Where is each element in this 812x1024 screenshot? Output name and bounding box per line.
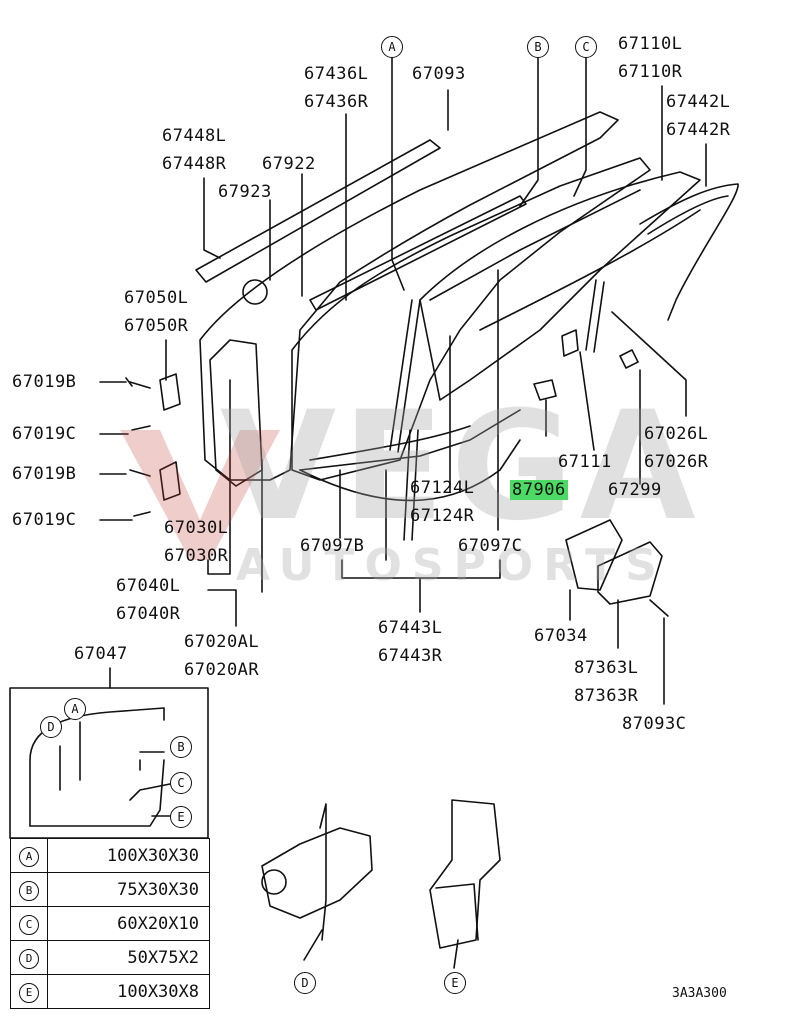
- door-glass: [419, 171, 701, 401]
- part-label: 67097C: [458, 536, 523, 556]
- table-value: 60X20X10: [47, 906, 210, 941]
- part-label: 67019B: [12, 464, 77, 484]
- part-label: 67034: [534, 626, 588, 646]
- table-value: 100X30X30: [47, 838, 210, 873]
- part-label: 67026L: [644, 424, 709, 444]
- inset-callout-E: E: [170, 806, 192, 828]
- inset-callout-A: A: [64, 698, 86, 720]
- door-latch: [429, 799, 501, 949]
- part-label: 87093C: [622, 714, 687, 734]
- weatherstrip: [479, 209, 701, 331]
- part-label: 67040L: [116, 576, 181, 596]
- part-label: 67050R: [124, 316, 189, 336]
- part-label: 67443R: [378, 646, 443, 666]
- part-label: 67110L: [618, 34, 683, 54]
- part-label: 67111: [558, 452, 612, 472]
- part-label: 67050L: [124, 288, 189, 308]
- watermark-text: VEGA: [220, 380, 702, 554]
- motor-callout-D: D: [294, 972, 316, 994]
- part-label: 67097B: [300, 536, 365, 556]
- part-label: 67299: [608, 480, 662, 500]
- part-label: 67040R: [116, 604, 181, 624]
- belt-moulding-outer: [195, 139, 441, 283]
- grommet-67299: [619, 349, 639, 369]
- inset-callout-C: C: [170, 772, 192, 794]
- part-label: 87363R: [574, 686, 639, 706]
- part-label: 67448R: [162, 154, 227, 174]
- hinge-lower: [159, 461, 181, 501]
- part-label-highlighted: 87906: [510, 480, 568, 500]
- bolt-67019B-1: [125, 377, 151, 389]
- table-row: E 100X30X8: [10, 974, 210, 1009]
- part-label: 67124L: [410, 478, 475, 498]
- part-label: 67442R: [666, 120, 731, 140]
- table-value: 100X30X8: [47, 974, 210, 1009]
- part-label: 87363L: [574, 658, 639, 678]
- part-label: 67020AR: [184, 660, 260, 680]
- part-label: 67436R: [304, 92, 369, 112]
- clip-87906: [533, 379, 557, 401]
- part-label: 67020AL: [184, 632, 260, 652]
- hinge-upper: [159, 373, 181, 411]
- screw-87093C: [649, 599, 669, 617]
- regulator-rail: [389, 299, 421, 453]
- table-value: 50X75X2: [47, 940, 210, 975]
- glass-run: [639, 183, 739, 321]
- part-label: 67442L: [666, 92, 731, 112]
- part-label: 67019B: [12, 372, 77, 392]
- part-label: 67436L: [304, 64, 369, 84]
- watermark-emblem: [120, 430, 280, 560]
- table-value: 75X30X30: [47, 872, 210, 907]
- part-label: 67124R: [410, 506, 475, 526]
- part-label: 67047: [74, 644, 128, 664]
- latch-callout-E: E: [444, 972, 466, 994]
- bracket-67034: [565, 519, 623, 591]
- part-label: 67922: [262, 154, 316, 174]
- bolt-67019C-2: [133, 511, 151, 517]
- table-row: A 100X30X30: [10, 838, 210, 873]
- dimension-table: A 100X30X30 B 75X30X30 C 60X20X10 D 50X7…: [10, 838, 210, 1009]
- table-key: E: [19, 982, 39, 1003]
- table-key: B: [19, 880, 39, 901]
- bolt-67019C-1: [131, 425, 151, 431]
- part-label: 67443L: [378, 618, 443, 638]
- callout-C: C: [575, 36, 597, 58]
- part-label: 67923: [218, 182, 272, 202]
- callout-B: B: [527, 36, 549, 58]
- table-row: D 50X75X2: [10, 940, 210, 975]
- regulator-motor: [261, 827, 373, 919]
- watermark-subtext: AUTOSPORTS: [236, 540, 667, 591]
- table-row: C 60X20X10: [10, 906, 210, 941]
- diagram-reference-code: 3A3A300: [672, 986, 727, 1001]
- table-row: B 75X30X30: [10, 872, 210, 907]
- table-key: D: [19, 948, 39, 969]
- inset-callout-B: B: [170, 736, 192, 758]
- part-label: 67093: [412, 64, 466, 84]
- part-label: 67448L: [162, 126, 227, 146]
- door-panel: [199, 111, 619, 481]
- part-label: 67019C: [12, 424, 77, 444]
- part-label: 67019C: [12, 510, 77, 530]
- holder-67111: [561, 329, 579, 357]
- table-key: A: [19, 846, 39, 867]
- callout-A: A: [381, 36, 403, 58]
- table-key: C: [19, 914, 39, 935]
- part-label: 67026R: [644, 452, 709, 472]
- part-label: 67030L: [164, 518, 229, 538]
- lock-cover-87363: [597, 541, 663, 605]
- bolt-67019B-2: [129, 469, 151, 477]
- belt-moulding-inner: [309, 195, 527, 311]
- part-label: 67030R: [164, 546, 229, 566]
- part-label: 67110R: [618, 62, 683, 82]
- inset-callout-D: D: [40, 716, 62, 738]
